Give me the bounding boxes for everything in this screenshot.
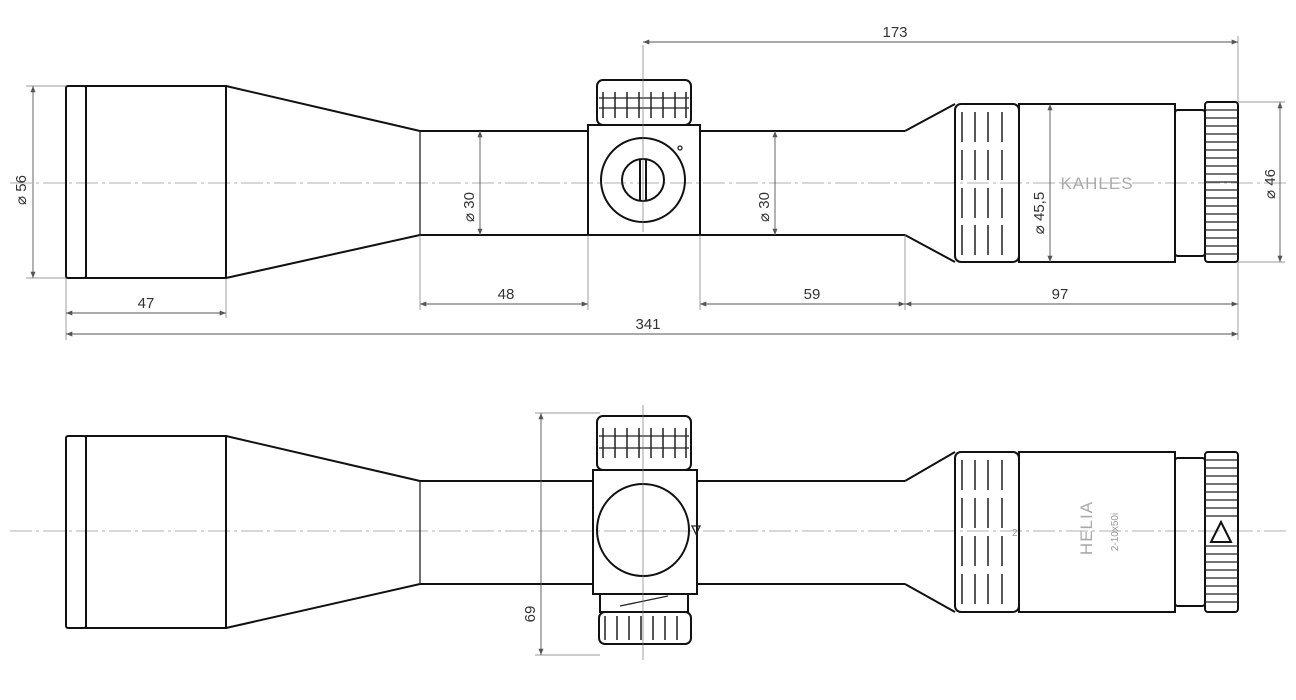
model-spec: 2-10x50i (1110, 513, 1121, 551)
objective-taper (225, 85, 421, 279)
side-magnification-ring-knurling (961, 460, 1003, 604)
dim-97-label: 97 (1052, 286, 1069, 303)
side-diopter-collar (1174, 457, 1206, 607)
side-ocular-flare (904, 451, 956, 613)
dim-56-label: ⌀ 56 (13, 175, 30, 205)
side-eyepiece-housing (1018, 451, 1176, 613)
side-diopter-ring-knurling (1205, 459, 1238, 603)
objective-bell (85, 85, 227, 279)
dim-47-label: 47 (138, 295, 155, 312)
main-tube (420, 130, 905, 236)
side-elevation-turret-knurling (599, 428, 689, 458)
side-objective-taper (225, 435, 421, 629)
turret-saddle (587, 124, 701, 236)
dim-45-label: ⌀ 45,5 (1031, 192, 1048, 234)
dim-59-label: 59 (804, 286, 821, 303)
lower-turret (598, 611, 692, 645)
parallax-knob-slot (639, 160, 647, 200)
illumination-triangle-icon (1209, 519, 1233, 543)
side-diopter-ring (1204, 451, 1239, 613)
dim-69-label: 69 (522, 606, 539, 623)
dim-30-front-label: ⌀ 30 (461, 192, 478, 222)
diopter-ring-knurling (1205, 109, 1238, 255)
lower-turret-marking (619, 595, 669, 607)
objective-cap (65, 85, 87, 279)
elevation-turret (596, 79, 692, 126)
magnification-ring-knurling (961, 112, 1003, 255)
elevation-turret-knurling (599, 92, 689, 118)
side-magnification-ring (954, 451, 1020, 613)
dim-46-label: ⌀ 46 (1262, 169, 1279, 199)
zoom-mark: 2 (1012, 528, 1018, 539)
side-elevation-turret (596, 415, 692, 471)
side-view: 69 2 HELIA 2-10x50i (10, 405, 1290, 660)
side-main-tube (420, 480, 905, 585)
top-view: KAHLES 173 ⌀ 56 ⌀ 30 ⌀ 30 ⌀ 45,5 ⌀ 46 (10, 24, 1290, 340)
side-objective-bell (85, 435, 227, 629)
side-objective-cap (65, 435, 87, 629)
ocular-flare (904, 103, 956, 263)
dim-173-label: 173 (882, 24, 907, 41)
bottom-extension-lines (65, 235, 1239, 340)
dim-30-rear-label: ⌀ 30 (756, 192, 773, 222)
dim-48-label: 48 (498, 286, 515, 303)
dim-341-label: 341 (635, 316, 660, 333)
lower-turret-base (599, 594, 689, 613)
parallax-dot (677, 145, 683, 151)
model-name: HELIA (1077, 501, 1096, 555)
brand-label: KAHLES (1060, 174, 1133, 193)
windage-index-arrow (690, 525, 702, 536)
lower-turret-knurling (604, 616, 678, 640)
